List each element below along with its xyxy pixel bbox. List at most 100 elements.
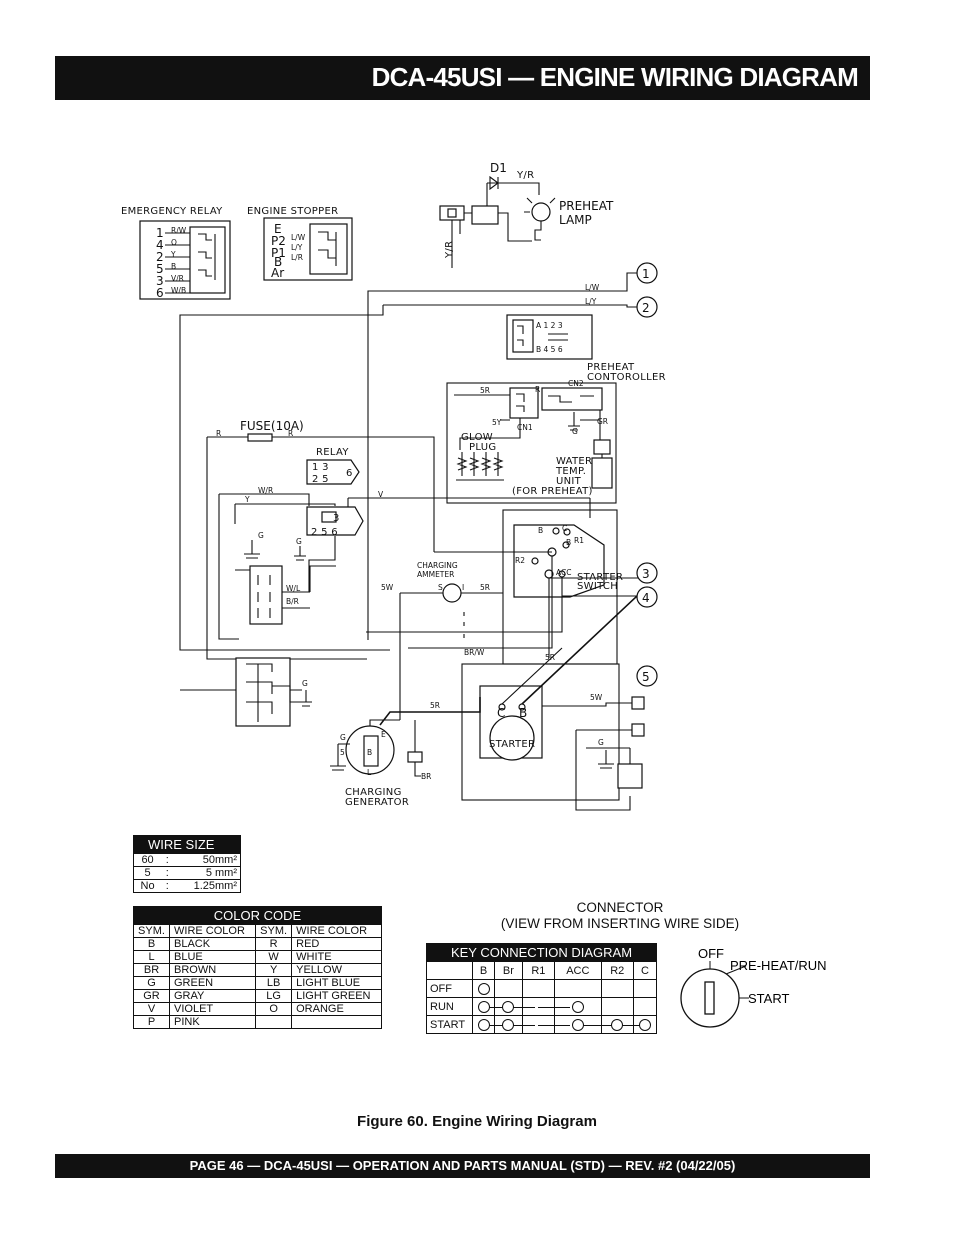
starter-switch-label-2: SWITCH: [577, 581, 618, 592]
table-row: START: [426, 1015, 658, 1034]
color-code-table: COLOR CODE SYM. WIRE COLOR SYM. WIRE COL…: [133, 906, 382, 1029]
ground-terminal: [586, 747, 643, 789]
gen-g: G: [340, 733, 346, 742]
ss-label-r1: R1: [574, 536, 584, 545]
er-wire-wb: W/B: [171, 286, 186, 295]
wire-ly: L/Y: [585, 297, 597, 306]
preheat-controller-label-2: CONTOROLLER: [587, 372, 666, 383]
fuse-label: FUSE(10A): [240, 419, 304, 433]
wire-br-gen: BR: [421, 772, 431, 781]
figure-caption: Figure 60. Engine Wiring Diagram: [357, 1113, 597, 1130]
er-wire-o: O: [171, 238, 177, 247]
key-contact-circle: [477, 982, 490, 995]
wire-wl: W/L: [286, 584, 301, 593]
key-contact-circle: [611, 1018, 624, 1031]
wire-g-relay: G: [258, 531, 264, 540]
es-pin-b: B: [274, 255, 282, 269]
page-footer: PAGE 46 — DCA-45USI — OPERATION AND PART…: [55, 1154, 870, 1178]
ss-label-br: B: [538, 526, 543, 535]
key-contact-line: [577, 1024, 624, 1026]
er-wire-y: Y: [170, 250, 176, 259]
er-pin-6: 6: [156, 286, 164, 300]
engine-stopper-label: ENGINE STOPPER: [247, 206, 338, 217]
bottom-relay-block: [180, 657, 302, 727]
key-contact-line: [508, 1006, 536, 1008]
relay-pin-6: 6: [346, 468, 353, 479]
callout-1: 1: [636, 262, 658, 284]
ammeter-i: I: [462, 583, 464, 592]
callout-3: 3: [636, 562, 658, 584]
controller-pins-top: A 1 2 3: [536, 321, 563, 330]
wire-y: Y: [244, 495, 250, 504]
wire-5r-unit: 5R: [480, 386, 490, 395]
relay2-pins: 3: [333, 513, 340, 524]
emergency-relay: 1 4 2 5 3 6 R/W O Y B V/R W/B: [139, 220, 231, 300]
ammeter-label-2: AMMETER: [417, 570, 454, 579]
relay-pins-top: 1 3: [312, 462, 329, 473]
es-pin-p1: P1: [271, 246, 286, 260]
svg-text:5: 5: [642, 670, 650, 684]
ss-label-acc: ACC: [556, 568, 571, 577]
key-contact-line: [538, 1006, 570, 1008]
er-pin-2: 2: [156, 250, 164, 264]
svg-text:4: 4: [642, 591, 650, 605]
ammeter-s: S: [438, 583, 443, 592]
ss-label-r2: R2: [515, 556, 525, 565]
key-contact-circle: [571, 1000, 584, 1013]
ss-label-b: B: [566, 538, 571, 547]
relay: 1 3 2 5 6: [306, 459, 360, 485]
wire-5r-ammeter: 5R: [480, 583, 490, 592]
wire-g-starter: G: [598, 738, 604, 747]
wire-5y-unit: 5Y: [492, 418, 502, 427]
ss-label-c: C: [562, 524, 567, 533]
table-header-row: SYM. WIRE COLOR SYM. WIRE COLOR: [133, 924, 382, 938]
wire-g-bottom: G: [302, 679, 308, 688]
starter-c: C: [497, 706, 505, 720]
emergency-relay-label: EMERGENCY RELAY: [121, 206, 223, 217]
wire-r-fuse-left: R: [216, 429, 221, 438]
key-contact-line: [508, 1024, 536, 1026]
wire-5r-gen: 5R: [430, 701, 440, 710]
controller-pins-bottom: B 4 5 6: [536, 345, 563, 354]
title-bar: DCA-45USI — ENGINE WIRING DIAGRAM: [55, 56, 870, 100]
wire-v: V: [378, 490, 384, 499]
relay-pins-bottom: 2 5: [312, 474, 329, 485]
key-connection-table: KEY CONNECTION DIAGRAM B Br R1 ACC R2 C …: [426, 943, 658, 1034]
charging-ammeter: ACC: [399, 583, 503, 720]
water-temp-label-2: TEMP.: [555, 466, 586, 477]
es-wire-lr: L/R: [291, 253, 303, 262]
key-off-label: OFF: [698, 946, 724, 961]
wire-size-header: WIRE SIZE: [133, 835, 241, 854]
water-temp-label-1: WATER: [556, 456, 592, 467]
color-code-header: COLOR CODE: [133, 906, 382, 925]
water-temp-label-3: UNIT: [556, 476, 582, 487]
callout-4: 4: [636, 586, 658, 608]
es-pin-e: E: [274, 222, 282, 236]
diode-d1: [486, 175, 540, 209]
wire-gr-unit: GR: [597, 417, 608, 426]
table-row: RUN: [426, 997, 658, 1016]
wire-a-unit: R: [535, 385, 540, 394]
connector-caption: CONNECTOR (VIEW FROM INSERTING WIRE SIDE…: [430, 900, 810, 932]
for-preheat-label: (FOR PREHEAT): [512, 486, 593, 497]
glow-plug-label-1: GLOW: [461, 432, 493, 443]
wire-brw: BR/W: [464, 648, 485, 657]
key-contact-line: [538, 1024, 570, 1026]
key-contact-line: [483, 1024, 505, 1026]
wire-g-relay2: G: [296, 537, 302, 546]
connector-caption-line1: CONNECTOR: [576, 900, 664, 915]
svg-text:1: 1: [642, 267, 650, 281]
key-contact-line: [483, 1006, 505, 1008]
fuse: [206, 433, 435, 660]
preheat-unit: CN2 CN1 5R 5Y R GLOW PLUG WATER TEMP. UN…: [446, 379, 617, 504]
key-contact-circle: [477, 1018, 490, 1031]
gen-l: L: [367, 768, 372, 777]
charging-generator: [330, 719, 400, 775]
generator-label-2: GENERATOR: [345, 797, 409, 808]
gen-terminal: [407, 751, 423, 763]
wire-size-table: WIRE SIZE 60 : 50mm² 5 : 5 mm² No : 1.25…: [133, 835, 242, 893]
wire-lw: L/W: [585, 283, 600, 292]
er-pin-3: 3: [156, 274, 164, 288]
